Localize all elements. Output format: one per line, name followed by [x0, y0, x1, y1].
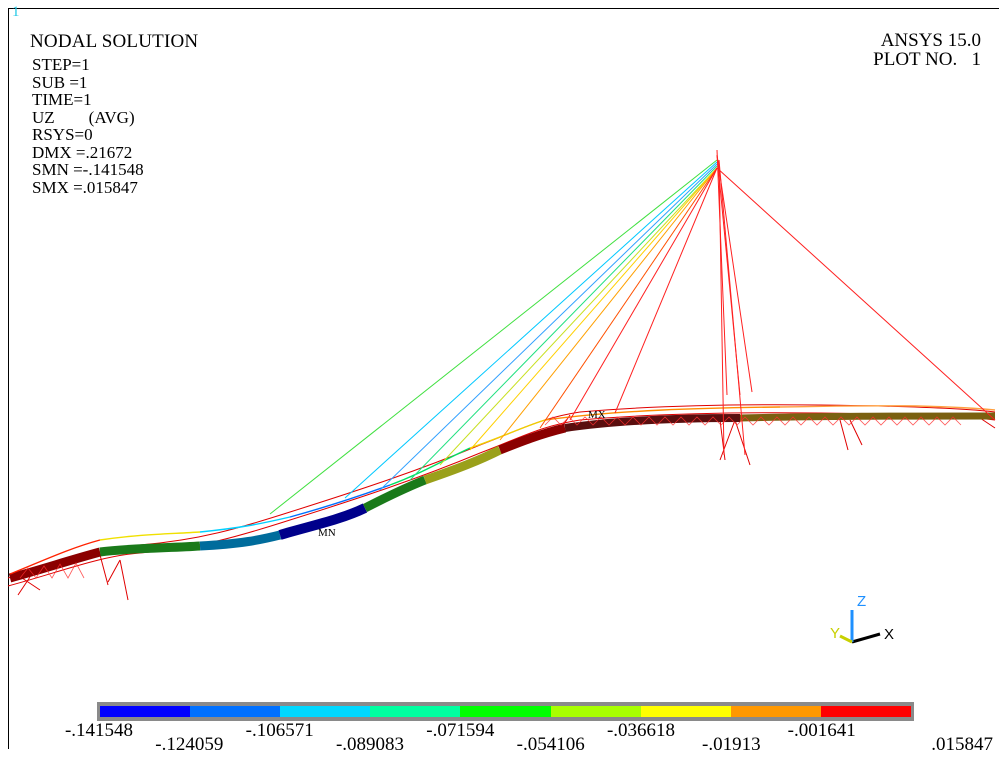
triad-x-label: X: [884, 626, 895, 643]
legend-value-label: -.001641: [787, 720, 856, 741]
triad-y-label: Y: [830, 625, 841, 642]
legend-value-label: -.141548: [64, 720, 134, 741]
info-rsys: RSYS=0: [32, 125, 93, 144]
deck-deformed: [8, 412, 996, 583]
truss-diagonals: [19, 416, 962, 579]
legend-value-label: -.124059: [155, 734, 224, 755]
viewport-frame-left: [8, 8, 9, 749]
solution-info: STEP=1 SUB =1 TIME=1 UZ (AVG) RSYS=0 DMX…: [32, 56, 144, 196]
ansys-brand: ANSYS 15.0 PLOT NO. 1: [873, 31, 981, 69]
pylon: [716, 149, 753, 456]
info-smn: SMN =-.141548: [32, 160, 144, 179]
legend-value-label: -.036618: [606, 720, 676, 741]
plot-title: NODAL SOLUTION: [30, 31, 199, 52]
viewport-frame-top: [8, 8, 999, 9]
legend-value-label: -.01913: [702, 734, 761, 755]
legend-color-cell: [280, 706, 371, 717]
ansys-version: ANSYS 15.0: [880, 30, 981, 51]
stay-cables: [269, 159, 996, 515]
info-smx: SMX =.015847: [32, 177, 138, 197]
undeformed-wireframe: [7, 404, 996, 601]
info-time: TIME=1: [32, 90, 92, 109]
legend-value-label: -.106571: [245, 720, 314, 741]
deck-upper-chord: [9, 405, 996, 575]
legend-color-cell: [370, 706, 461, 717]
contour-legend-bar: [97, 702, 914, 721]
legend-color-cell: [190, 706, 281, 717]
info-step: STEP=1: [32, 55, 90, 74]
legend-value-label: -.054106: [516, 734, 585, 755]
legend-color-cell: [550, 706, 641, 717]
min-marker: MN: [318, 527, 336, 539]
info-result-item: UZ (AVG): [32, 107, 135, 127]
plot-number: PLOT NO. 1: [873, 49, 981, 70]
legend-value-label: -.089083: [335, 734, 405, 755]
window-number: 1: [12, 4, 20, 20]
info-sub: SUB =1: [32, 72, 88, 92]
legend-color-cell: [460, 706, 551, 717]
info-dmx: DMX =.21672: [32, 142, 133, 162]
max-marker: MX: [588, 409, 606, 421]
legend-value-label: .015847: [931, 734, 993, 755]
legend-color-cell: [820, 706, 911, 717]
legend-value-label: -.071594: [426, 720, 495, 741]
legend-color-cell: [100, 706, 191, 717]
triad-z-label: Z: [857, 593, 867, 610]
legend-color-cell: [730, 706, 821, 717]
legend-color-cell: [640, 706, 731, 717]
coordinate-triad: [839, 610, 881, 644]
